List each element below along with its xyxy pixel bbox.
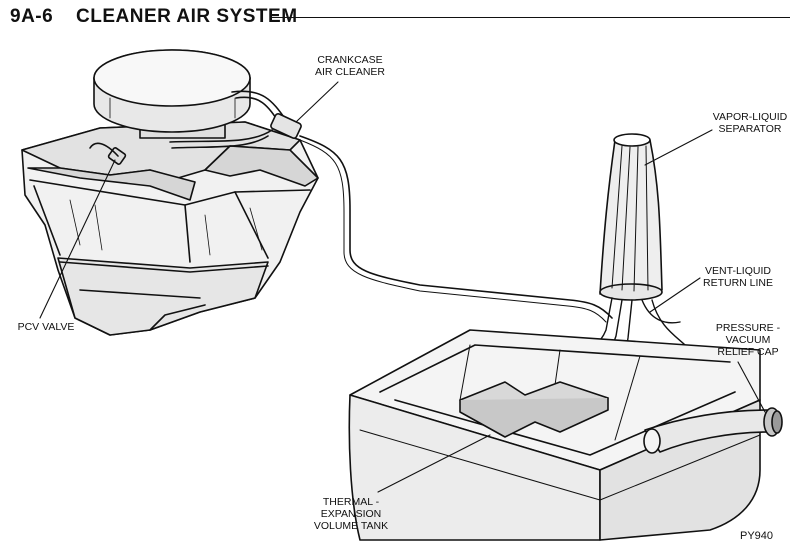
label-pcv-valve: PCV VALVE [17, 321, 75, 333]
figure-id: PY940 [740, 530, 774, 542]
vapor-line [299, 135, 613, 319]
pcv-valve [89, 142, 127, 165]
label-thermal-expansion-volume-tank: THERMAL - EXPANSION VOLUME TANK [313, 496, 389, 532]
leader-vapor-liquid-separator [644, 129, 713, 166]
leader-vent-liquid-return-line [649, 277, 701, 313]
thermal-expansion-volume-tank [459, 381, 609, 438]
leader-thermal-expansion-volume-tank [377, 434, 491, 493]
leader-pcv-valve [39, 159, 116, 319]
label-crankcase-air-cleaner: CRANKCASE AIR CLEANER [314, 54, 386, 78]
carburetor-air-cleaner [93, 49, 251, 139]
leader-pressure-vacuum-relief-cap [737, 361, 766, 413]
label-vapor-liquid-separator: VAPOR-LIQUID SEPARATOR [712, 111, 788, 135]
engine-block [21, 121, 319, 336]
pressure-vacuum-relief-cap [763, 407, 783, 437]
leader-lines [39, 81, 766, 493]
filler-neck [643, 409, 771, 454]
header-rule [272, 17, 790, 18]
page-number: 9A-6 [10, 6, 54, 27]
vapor-liquid-separator [599, 133, 663, 301]
label-pressure-vacuum-relief-cap: PRESSURE - VACUUM RELIEF CAP [715, 322, 781, 358]
leader-crankcase-air-cleaner [295, 81, 339, 123]
label-vent-liquid-return-line: VENT-LIQUID RETURN LINE [702, 265, 773, 289]
crankcase-air-cleaner [169, 90, 302, 149]
section-title: CLEANER AIR SYSTEM [76, 6, 298, 27]
page-header: 9A-6 CLEANER AIR SYSTEM [0, 0, 800, 34]
